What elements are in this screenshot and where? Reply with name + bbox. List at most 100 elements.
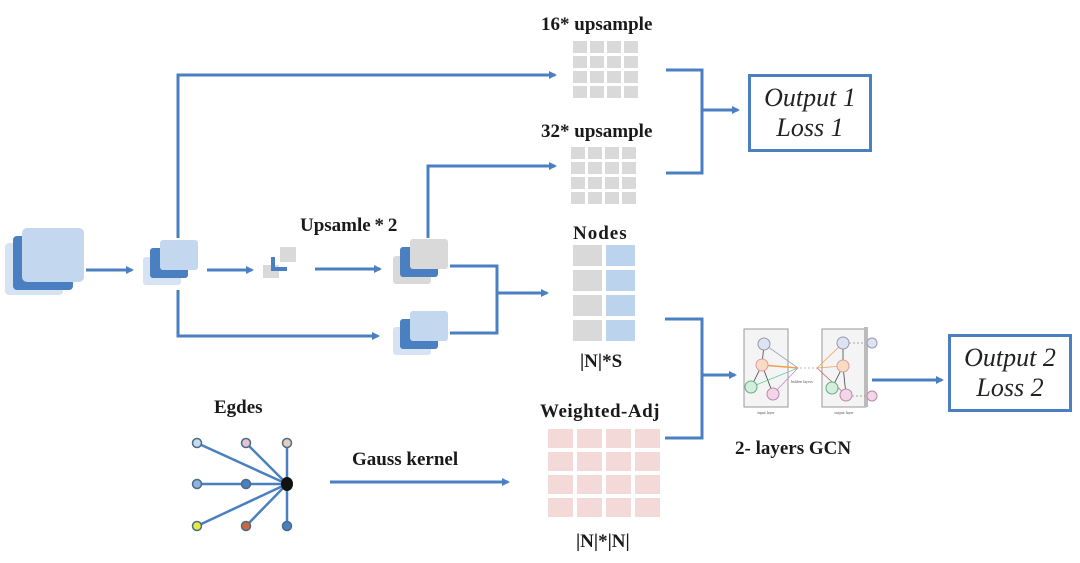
nodes-cell — [606, 320, 635, 341]
adjacency-cell — [635, 452, 660, 471]
nodes-cell — [606, 295, 635, 316]
upsample-16x-cell — [624, 41, 638, 53]
graph-node — [281, 437, 293, 449]
graph-node — [191, 520, 203, 532]
adjacency-cell — [577, 498, 602, 517]
upsample-32x-grid — [571, 147, 636, 204]
adjacency-cell — [577, 452, 602, 471]
upsample-16x-cell — [607, 86, 621, 98]
adjacency-cell — [606, 475, 631, 494]
upsample-32x-cell — [622, 177, 636, 189]
merge-bracket-nodes — [450, 264, 499, 335]
upsample-16x-cell — [624, 86, 638, 98]
adjacency-cell — [635, 475, 660, 494]
upsample-32x-cell — [571, 177, 585, 189]
upsample-16x-grid — [573, 41, 638, 98]
adjacency-cell — [606, 429, 631, 448]
upsample-16x-cell — [624, 56, 638, 68]
bottleneck-feature-stack — [263, 247, 296, 278]
upsample-32x-cell — [571, 147, 585, 159]
adjacency-cell — [606, 498, 631, 517]
upsample-32x-cell — [588, 147, 602, 159]
output1-title: Output 1 — [764, 83, 856, 112]
adjacency-cell — [577, 475, 602, 494]
output1-loss: Loss 1 — [776, 113, 844, 142]
upsample-32x-cell — [588, 177, 602, 189]
upsample-32x-cell — [605, 192, 619, 204]
label-32x-upsample: 32* upsample — [541, 121, 653, 142]
label-gcn: 2- layers GCN — [735, 438, 852, 459]
upsample-16x-cell — [590, 41, 604, 53]
label-weighted-adj: Weighted-Adj — [540, 401, 660, 422]
label-nodes: Nodes — [573, 223, 628, 244]
path-to-32x-upsample — [426, 162, 557, 238]
merge-bracket-output1 — [666, 68, 704, 175]
upsample-32x-cell — [622, 192, 636, 204]
gcn-hidden-label: hidden layers — [791, 379, 813, 384]
label-16x-upsample: 16* upsample — [541, 14, 653, 35]
adjacency-cell — [548, 429, 573, 448]
label-gauss-kernel: Gauss kernel — [352, 449, 459, 470]
skip-feature-stack — [393, 311, 448, 355]
adjacency-cell — [577, 429, 602, 448]
adjacency-cell — [548, 452, 573, 471]
gcn-illustration: hidden layers input layer output layer — [743, 327, 878, 415]
adjacency-cell — [635, 429, 660, 448]
upsample-16x-cell — [573, 56, 587, 68]
upsample-16x-cell — [573, 71, 587, 83]
upsample-16x-cell — [624, 71, 638, 83]
output1-box: Output 1 Loss 1 — [748, 74, 872, 152]
upsample-16x-cell — [590, 86, 604, 98]
upsampled-feature-stack — [393, 239, 448, 284]
adjacency-cell — [548, 475, 573, 494]
graph-node — [240, 437, 252, 449]
path-skip-lower — [176, 290, 380, 340]
upsample-32x-cell — [588, 162, 602, 174]
graph-node — [281, 520, 293, 532]
output2-loss: Loss 2 — [976, 373, 1044, 402]
adjacency-cell — [548, 498, 573, 517]
upsample-16x-cell — [573, 86, 587, 98]
graph-node — [191, 437, 203, 449]
upsample-16x-cell — [590, 56, 604, 68]
input-feature-stack — [5, 228, 84, 295]
upsample-16x-cell — [607, 41, 621, 53]
upsample-32x-cell — [605, 177, 619, 189]
merge-bracket-gcn — [665, 317, 704, 440]
graph-node — [240, 520, 252, 532]
graph-node — [191, 478, 203, 490]
weighted-adjacency-matrix — [548, 429, 660, 517]
nodes-cell — [573, 270, 602, 291]
upsample-16x-cell — [573, 41, 587, 53]
label-nodes-dim: |N|*S — [580, 351, 623, 372]
graph-node — [240, 478, 252, 490]
upsample-32x-cell — [622, 147, 636, 159]
nodes-cell — [573, 320, 602, 341]
encoder-feature-stack — [143, 240, 198, 285]
nodes-cell — [573, 295, 602, 316]
adjacency-cell — [635, 498, 660, 517]
output2-title: Output 2 — [964, 343, 1056, 372]
upsample-32x-cell — [571, 192, 585, 204]
hub-node — [281, 477, 293, 491]
adjacency-cell — [606, 452, 631, 471]
label-upsample-2x: Upsamle * 2 — [300, 215, 398, 236]
label-adj-dim: |N|*|N| — [576, 531, 630, 552]
gcn-output-layer-label: output layer — [834, 410, 854, 415]
edge-graph — [191, 437, 293, 532]
upsample-32x-cell — [622, 162, 636, 174]
upsample-32x-cell — [571, 162, 585, 174]
output2-box: Output 2 Loss 2 — [948, 334, 1072, 412]
nodes-cell — [606, 245, 635, 266]
upsample-16x-cell — [607, 56, 621, 68]
upsample-16x-cell — [590, 71, 604, 83]
label-edges: Egdes — [214, 397, 263, 418]
nodes-cell — [606, 270, 635, 291]
upsample-32x-cell — [588, 192, 602, 204]
path-to-16x-upsample — [176, 71, 557, 238]
upsample-32x-cell — [605, 162, 619, 174]
nodes-cell — [573, 245, 602, 266]
upsample-16x-cell — [607, 71, 621, 83]
upsample-32x-cell — [605, 147, 619, 159]
